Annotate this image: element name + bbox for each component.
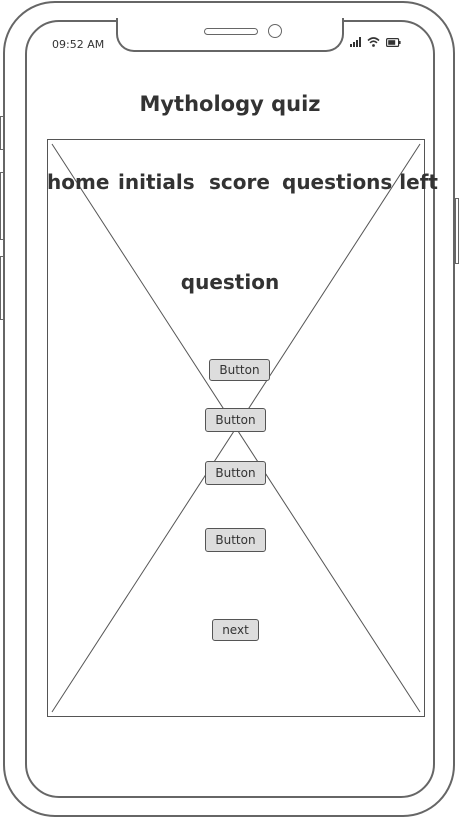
answer-button-4[interactable]: Button [205, 528, 266, 552]
answer-button-2[interactable]: Button [205, 408, 266, 432]
nav-initials-label: initials [118, 170, 195, 194]
answer-button-3[interactable]: Button [205, 461, 266, 485]
mute-switch [0, 116, 4, 150]
notch [116, 18, 344, 52]
nav-home-link[interactable]: home [47, 170, 110, 194]
status-icons [350, 37, 401, 47]
phone-screen [25, 20, 435, 798]
front-camera [268, 24, 282, 38]
nav-questions-left-label: questions left [282, 170, 438, 194]
next-button[interactable]: next [212, 619, 259, 641]
volume-down-button [0, 256, 4, 320]
status-time: 09:52 AM [52, 38, 105, 51]
battery-icon [386, 38, 401, 47]
app-title: Mythology quiz [139, 92, 321, 116]
nav-score-label: score [209, 170, 270, 194]
power-button [455, 198, 459, 264]
question-text: question [180, 270, 280, 294]
answer-button-1[interactable]: Button [209, 359, 270, 381]
signal-icon [350, 37, 361, 47]
speaker-grille [204, 28, 258, 35]
volume-up-button [0, 172, 4, 240]
wifi-icon [367, 37, 380, 47]
